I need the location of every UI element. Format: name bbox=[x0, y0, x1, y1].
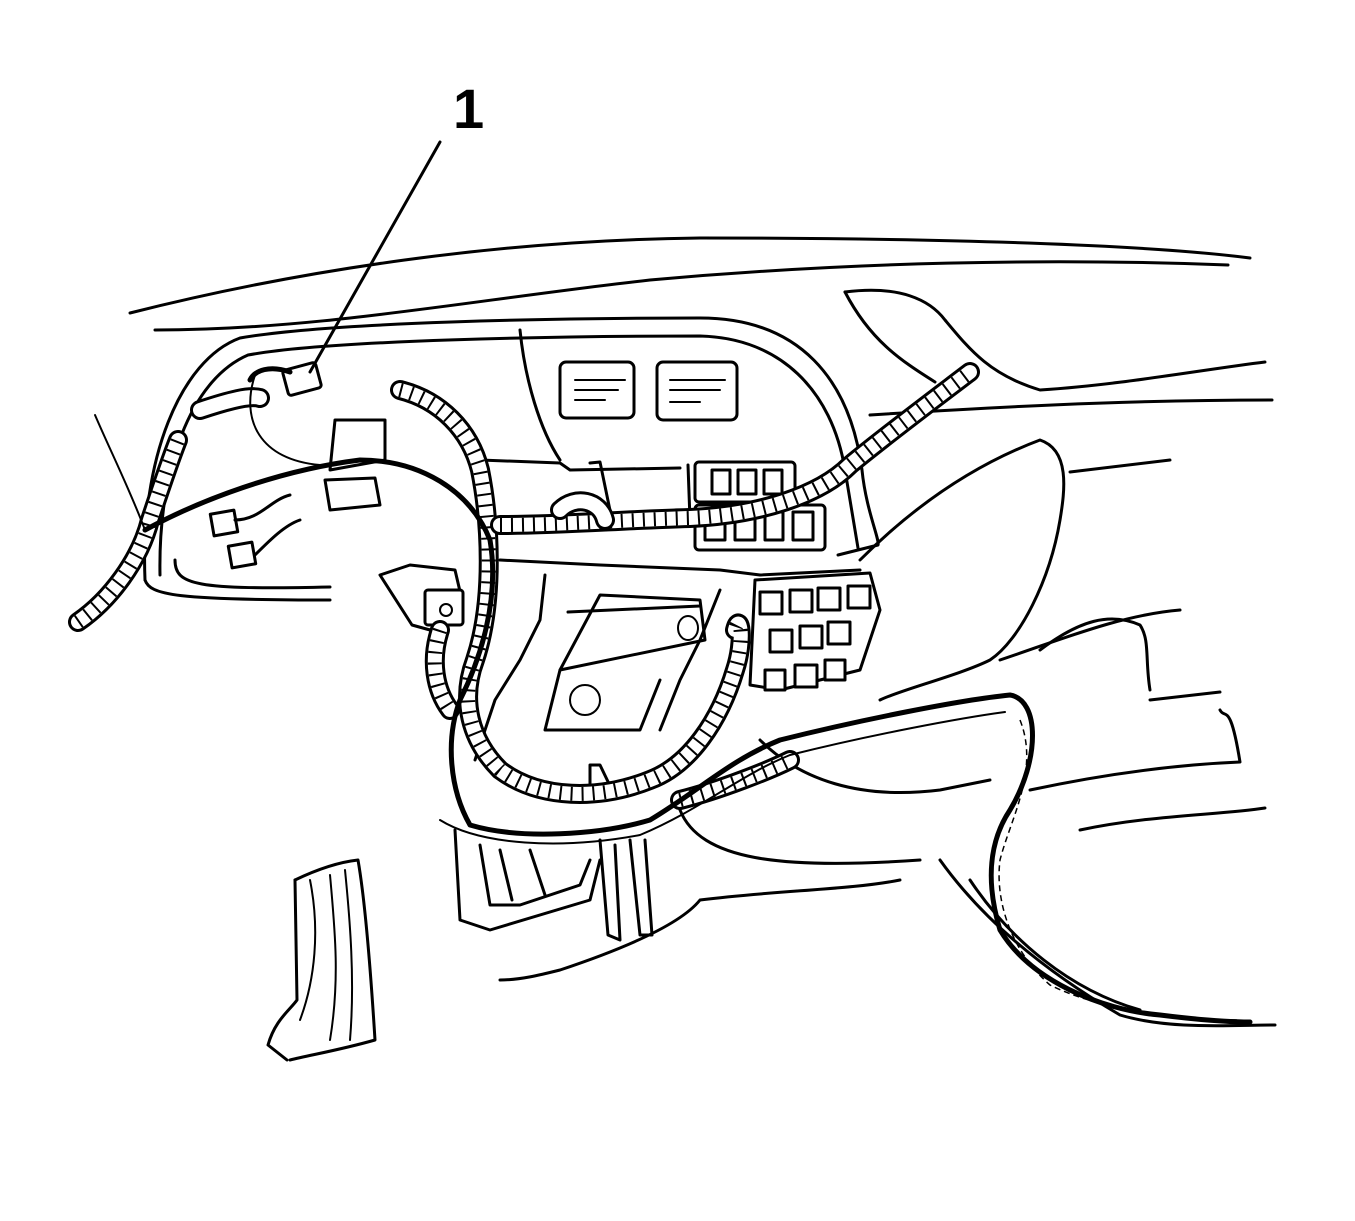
connector-callout-1 bbox=[281, 361, 323, 397]
center-console-body bbox=[473, 328, 862, 792]
bracket-module bbox=[323, 418, 465, 632]
wiring-harness bbox=[68, 362, 980, 810]
callout-label: 1 bbox=[453, 77, 484, 140]
leader-line bbox=[308, 140, 442, 374]
center-vent-right bbox=[655, 360, 739, 422]
steering-column bbox=[453, 828, 902, 982]
center-vent-left bbox=[558, 360, 636, 420]
dash-right-lower bbox=[678, 438, 1277, 1028]
dash-top-outline bbox=[128, 236, 1274, 474]
trim-panel-piece bbox=[266, 858, 377, 1062]
callout-1-group: 1 bbox=[308, 77, 484, 374]
relay-block bbox=[748, 571, 882, 692]
main-cable bbox=[94, 366, 1253, 1025]
